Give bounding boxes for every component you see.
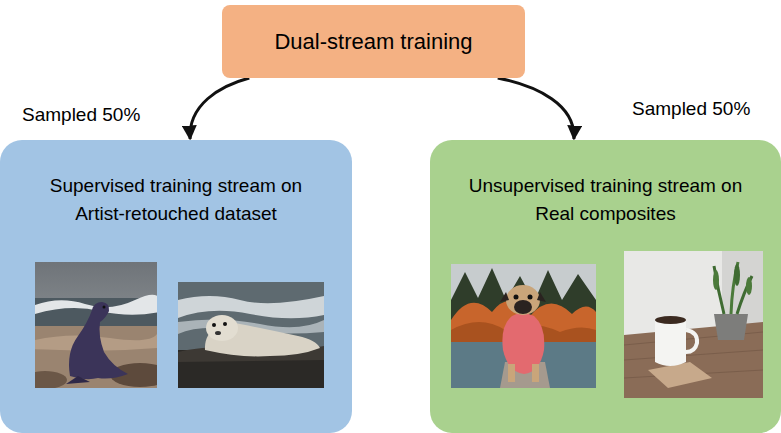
- seal-photo: [178, 282, 324, 388]
- flow-arrow: [498, 78, 574, 139]
- sea-lion-photo: [35, 262, 157, 388]
- pug-photo: [451, 264, 596, 388]
- node-label: Supervised training stream on Artist-ret…: [45, 172, 307, 227]
- stream-box: Unsupervised training stream on Real com…: [430, 140, 781, 433]
- flow-arrow: [190, 78, 249, 139]
- cup-plant-photo: [624, 251, 763, 398]
- node-label: Unsupervised training stream on Real com…: [460, 172, 752, 227]
- stream-box: Supervised training stream on Artist-ret…: [0, 140, 352, 433]
- node-label: Dual-stream training: [274, 26, 472, 58]
- edge-label: Sampled 50%: [20, 104, 142, 126]
- edge-label: Sampled 50%: [630, 98, 752, 120]
- root-box: Dual-stream training: [222, 5, 525, 78]
